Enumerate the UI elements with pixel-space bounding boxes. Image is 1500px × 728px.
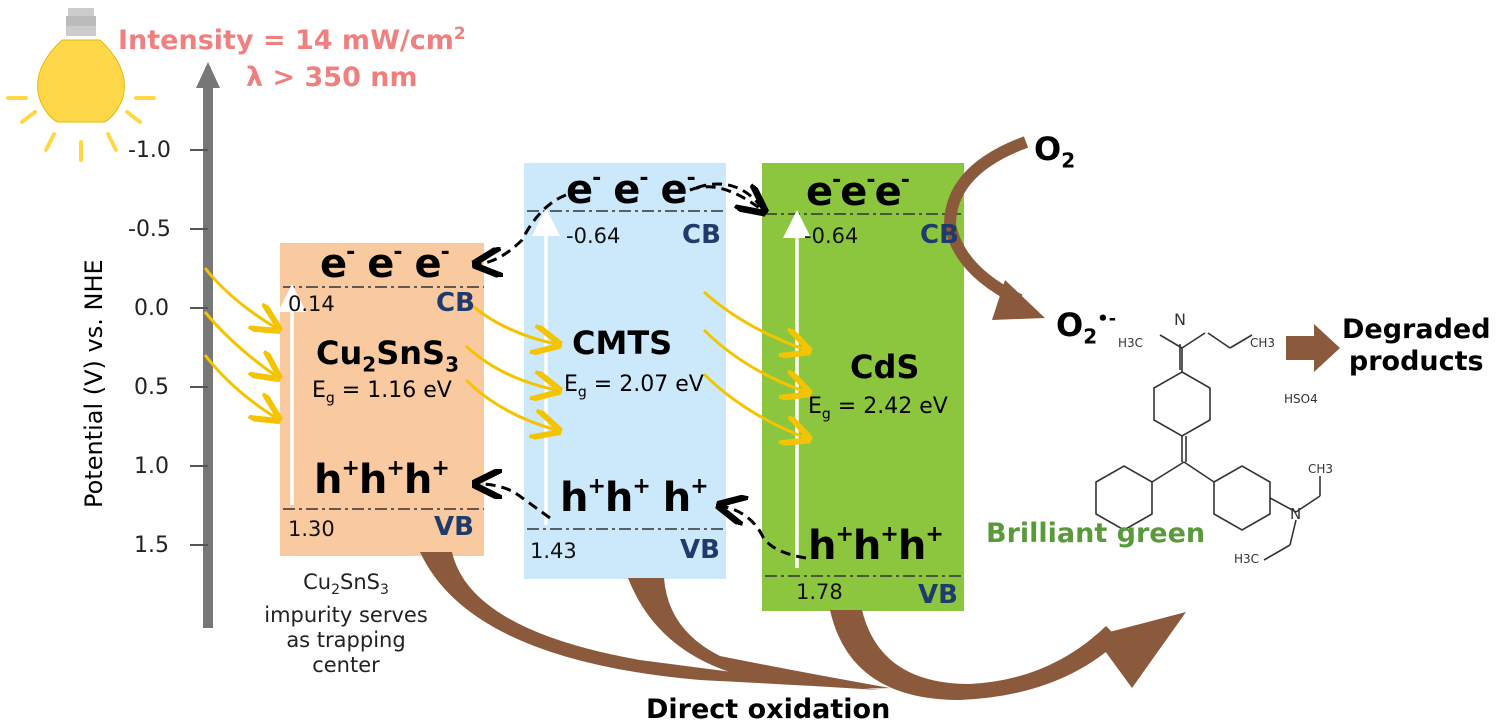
direct-oxidation-arrows [420,552,1186,700]
cmts-cb-value: -0.64 [566,224,621,248]
direct-oxidation-label: Direct oxidation [646,694,891,725]
tick-label: 0.0 [134,296,169,321]
cu2sns3-vb-label: VB [434,512,474,542]
cmts-electrons: e- e- e- [566,166,696,213]
light-ray [203,354,276,418]
superoxide-label: O2•- [1056,306,1117,349]
cds-vb-label: VB [918,580,958,610]
molecule-label: CH3 [1250,336,1276,350]
light-ray [464,298,556,344]
degraded-products-label: Degraded products [1342,314,1491,377]
hole-transfer-arrow [478,484,551,520]
o2-reduction-arrow [943,136,1045,320]
light-ray [203,267,276,328]
cds-vb-value: 1.78 [796,580,843,604]
tick-label: -1.0 [128,138,171,163]
cmts-cb-label: CB [682,220,721,250]
cmts-bandgap: Eg = 2.07 eV [564,372,704,401]
cmts-vb-label: VB [680,535,720,565]
lightbulb-icon [6,8,156,162]
cu2sns3-vb-value: 1.30 [288,517,335,541]
electron-transfer-arrow [478,193,567,264]
molecule-label: H3C [1234,552,1260,566]
cds-bandgap: Eg = 2.42 eV [808,394,948,423]
cu2sns3-cb-label: CB [436,288,475,318]
cmts-vb-value: 1.43 [530,539,577,563]
cds-holes: h+h+h+ [808,522,944,569]
impurity-note: Cu2SnS3 impurity serves as trapping cent… [264,570,428,678]
molecule-n-plus: N [1174,310,1186,329]
cds-electrons: e-e-e- [806,168,910,215]
cu2sns3-electrons: e- e- e- [320,240,450,287]
axis-label: Potential (V) vs. NHE [80,259,108,508]
oxygen-label: O2 [1034,130,1076,173]
cu2sns3-name: Cu2SnS3 [316,334,459,377]
cmts-holes: h+h+ h+ [560,474,709,521]
wavelength-label: λ > 350 nm [246,62,418,93]
light-ray [464,378,556,430]
cu2sns3-box [280,243,484,556]
intensity-label: Intensity = 14 mW/cm2 [118,24,466,56]
light-ray [702,290,806,350]
intensity-text: Intensity = 14 mW/cm [118,25,454,56]
cds-cb-label: CB [920,220,959,250]
tick-label: 0.5 [134,375,169,400]
light-ray [702,372,806,438]
tick-label: 1.5 [134,533,169,558]
potential-axis [190,62,220,628]
cu2sns3-bandgap: Eg = 1.16 eV [312,378,452,407]
molecule-label: HSO4 [1284,392,1318,406]
cu2sns3-cb-value: 0.14 [288,292,335,316]
cu2sns3-holes: h+h+h+ [314,456,450,503]
light-ray [702,328,806,392]
tick-label: 1.0 [134,454,169,479]
cmts-name: CMTS [572,324,673,362]
molecule-label: H3C [1118,336,1144,350]
molecule-label: CH3 [1308,462,1334,476]
brilliant-green-structure [1095,332,1321,561]
cds-cb-value: -0.64 [804,224,859,248]
cds-name: CdS [850,348,920,386]
light-ray [203,311,276,376]
molecule-n: N [1290,505,1302,523]
light-ray [464,344,556,390]
intensity-sup: 2 [453,24,466,44]
tick-label: -0.5 [128,217,171,242]
degradation-arrow [1286,324,1340,372]
electron-transfer-arrow [689,187,762,210]
hole-transfer-arrow [722,506,807,560]
dye-name: Brilliant green [986,518,1206,549]
